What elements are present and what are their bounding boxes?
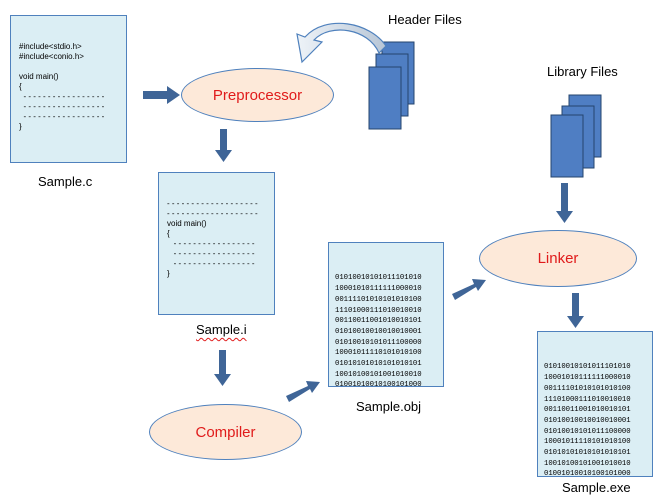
library-files-caption: Library Files [547,64,618,79]
source-file-document: #include<stdio.h>#include<conio.h> void m… [10,15,127,163]
document-line: 01010101010101010101 [544,449,631,458]
document-line: 01010010101011100000 [544,427,631,436]
compiler-node: Compiler [149,404,302,460]
document-line: 01010010010010010001 [544,416,631,425]
document-line: 01010010101011100000 [335,338,422,347]
source-file-caption: Sample.c [38,174,93,189]
document-line: 10001010111111000010 [335,285,422,294]
executable-file-document: 01010010101011101010 10001010111111000010… [537,331,653,479]
document-line: - - - - - - - - - - - - - - - - - [19,92,105,101]
header-files-caption: Header Files [388,12,462,27]
document-line: - - - - - - - - - - - - - - - - - [167,239,255,248]
document-line: 00110011001010010101 [335,317,422,326]
document-line: } [167,269,170,278]
header-files-stack-icon [368,41,415,130]
document-line: 01010010101011101010 [544,363,631,372]
document-line: { [19,82,22,91]
document-line: - - - - - - - - - - - - - - - - - [19,112,105,121]
document-line: 01010010101011101010 [335,274,422,283]
document-line: #include<conio.h> [19,52,84,61]
document-line: 00111101010101010100 [544,384,631,393]
document-line [19,62,118,72]
document-line: - - - - - - - - - - - - - - - - - - - [167,209,258,218]
library-files-stack-icon [550,94,602,178]
document-line: 01001010010100101000 [335,381,422,390]
arrow-linker-to-executable [567,293,584,328]
document-line: 10001011110101010100 [335,349,422,358]
preprocessor-node: Preprocessor [181,68,334,122]
arrow-compiler-to-object [286,381,320,402]
document-line: 10001011110101010100 [544,438,631,447]
document-line: - - - - - - - - - - - - - - - - - [19,102,105,111]
document-line: 01010101010101010101 [335,360,422,369]
arrow-preprocessed-to-compiler [214,350,231,386]
document-line: void main() [167,219,207,228]
compiler-label: Compiler [195,423,256,441]
preprocessed-file-document: - - - - - - - - - - - - - - - - - - -- -… [158,172,275,315]
document-line: { [167,229,170,238]
document-line: - - - - - - - - - - - - - - - - - [167,249,255,258]
document-line: 00111101010101010100 [335,295,422,304]
document-line: } [19,122,22,131]
object-file-document: 01010010101011101010 10001010111111000010… [328,242,444,389]
document-line: 10010100101001010010 [335,370,422,379]
document-line: 10010100101001010010 [544,459,631,468]
document-line: 00110011001010010101 [544,406,631,415]
linker-node: Linker [479,230,637,287]
preprocessed-file-caption: Sample.i [196,322,247,337]
curved-arrow-icon [296,22,387,64]
document-line: #include<stdio.h> [19,42,82,51]
document-line: 11101000111010010010 [544,395,631,404]
object-file-caption: Sample.obj [356,399,422,414]
document-line: void main() [19,72,59,81]
document-line: 01001010010100101000 [544,470,631,479]
document-line: 10001010111111000010 [544,374,631,383]
arrow-library-to-linker [556,183,573,223]
document-line: - - - - - - - - - - - - - - - - - - - [167,199,258,208]
arrow-source-to-preprocessor [143,86,180,104]
linker-label: Linker [537,250,579,267]
document-line: - - - - - - - - - - - - - - - - - [167,259,255,268]
arrow-object-to-linker [452,279,486,300]
arrow-preprocessor-to-preprocessed [215,129,232,162]
executable-file-caption: Sample.exe [562,480,631,495]
document-line: 11101000111010010010 [335,306,422,315]
preprocessor-label: Preprocessor [212,86,303,104]
document-line: 01010010010010010001 [335,327,422,336]
